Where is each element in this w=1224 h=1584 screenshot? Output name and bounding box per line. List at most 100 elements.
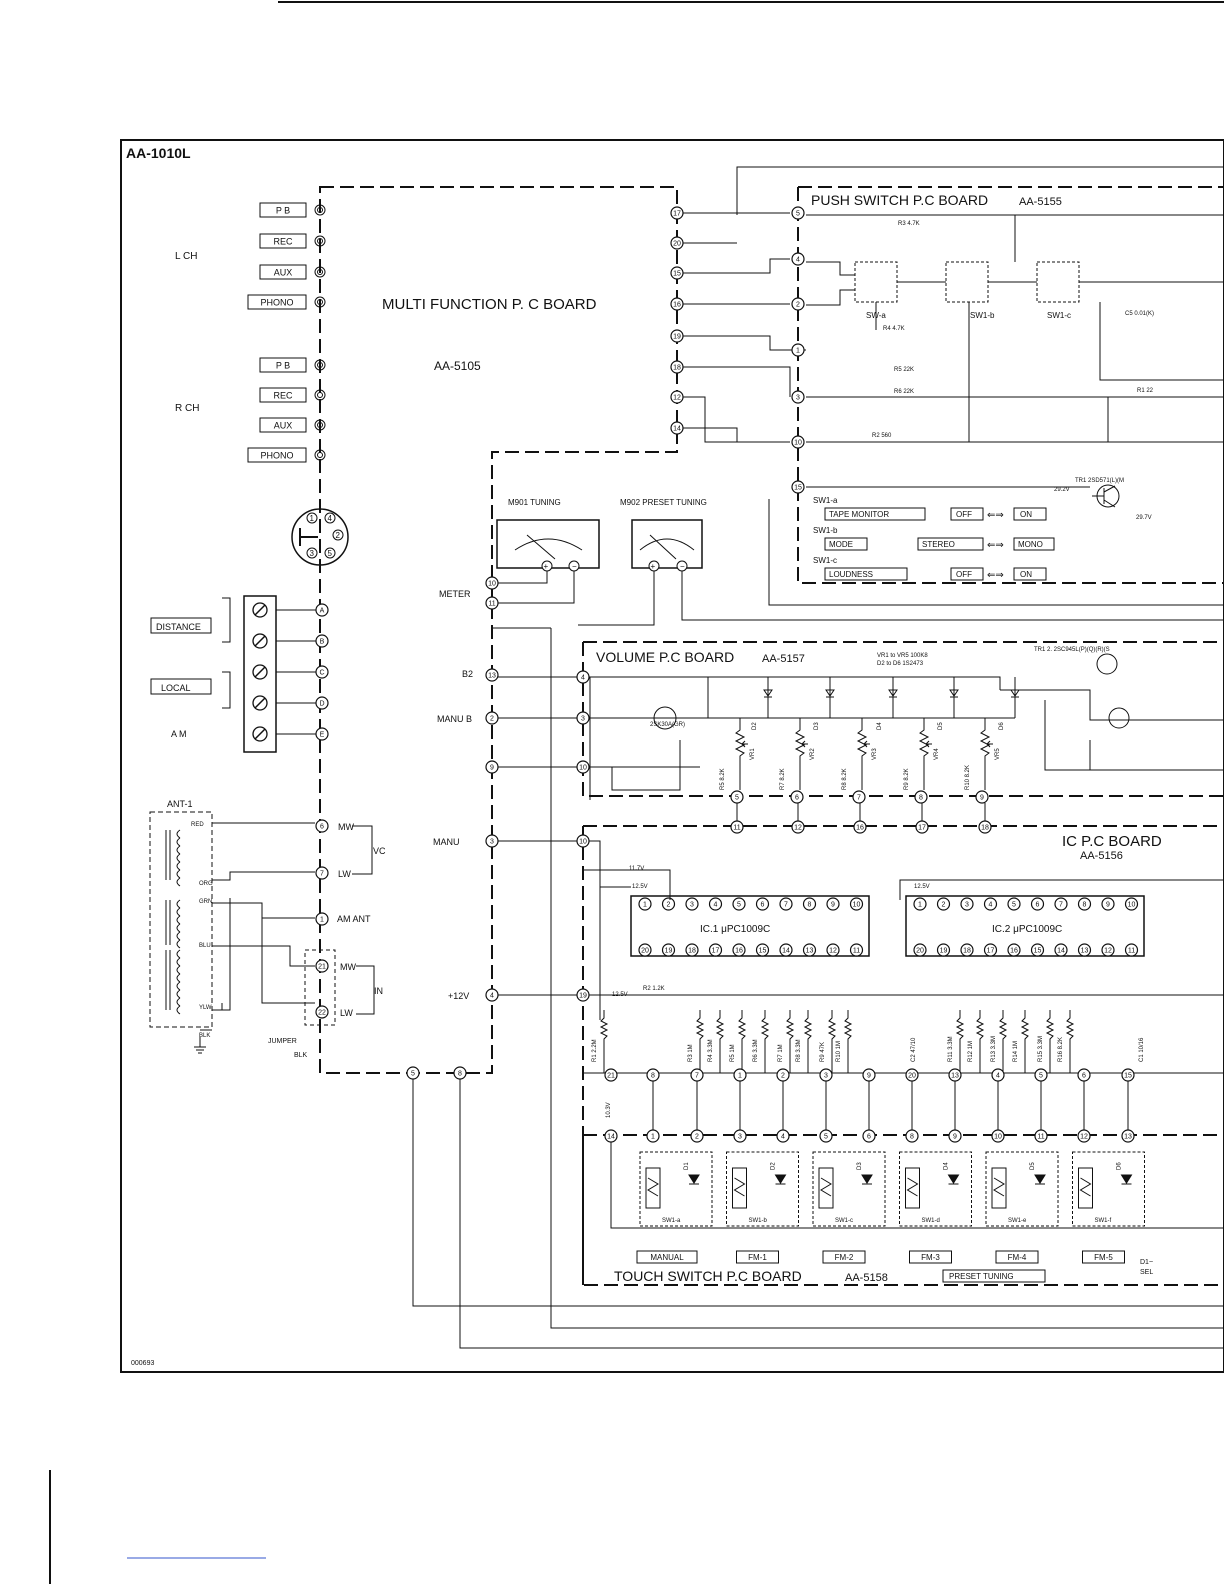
ic-resistor bbox=[955, 1010, 965, 1073]
touch-pad-zigzag bbox=[647, 1177, 659, 1197]
pin-label: 2 bbox=[667, 902, 671, 909]
local-label: LOCAL bbox=[161, 683, 191, 693]
vr-resistor-label: R10 8.2K bbox=[965, 765, 971, 790]
multi-board-bottom-pin bbox=[406, 1066, 420, 1080]
pin-label: 5 bbox=[737, 902, 741, 909]
din-pin-label: 5 bbox=[328, 549, 333, 558]
ic2-pin bbox=[1077, 943, 1092, 957]
pin-label: 5 bbox=[411, 1071, 415, 1078]
preset-button-label: FM-5 bbox=[1094, 1253, 1113, 1262]
diode-symbol bbox=[949, 677, 959, 718]
c5-label: C5 0.01(K) bbox=[1125, 311, 1154, 317]
volume-board-bottom-pin bbox=[790, 790, 804, 804]
ic2-pin bbox=[1077, 897, 1092, 911]
touch-switch-label: SW1-d bbox=[922, 1218, 940, 1224]
touch-switch-label: SW1-b bbox=[749, 1218, 768, 1224]
ic2-pin bbox=[1030, 897, 1045, 911]
rch-jack-label: P B bbox=[276, 361, 290, 371]
ic-resistor bbox=[599, 1010, 609, 1073]
multi-board-left-pin bbox=[485, 668, 499, 682]
diode-symbol bbox=[825, 677, 835, 718]
touch-pad-zigzag bbox=[820, 1177, 832, 1197]
input-jacks-group: L CH R CH bbox=[175, 251, 199, 414]
touch-pad bbox=[732, 1167, 747, 1209]
pin-label: 9 bbox=[490, 765, 494, 772]
legend-a: OFF bbox=[956, 570, 972, 579]
l-ch-label: L CH bbox=[175, 251, 197, 262]
pin-label: 15 bbox=[673, 271, 681, 278]
diode-note: D2 to D6 1S2473 bbox=[877, 661, 924, 667]
wiper-arrow bbox=[863, 740, 870, 748]
tuning-meters: M901 TUNING M902 PRESET TUNING + − + − bbox=[496, 498, 1224, 626]
in-label: IN bbox=[374, 986, 383, 996]
coil-winding bbox=[176, 997, 181, 1007]
pin-label: 3 bbox=[824, 1073, 828, 1080]
vc-label: VC bbox=[373, 846, 386, 856]
svg-text:−: − bbox=[572, 562, 577, 571]
legend-sw: SW1-b bbox=[813, 526, 838, 535]
ant-label: ANT-1 bbox=[167, 799, 193, 809]
ic1-pin bbox=[779, 897, 793, 911]
pin-label: 10 bbox=[579, 839, 587, 846]
pin-label: 1 bbox=[643, 902, 647, 909]
pin-label: 1 bbox=[651, 1134, 655, 1141]
pin-label: 2 bbox=[695, 1134, 699, 1141]
pin-label: 9 bbox=[831, 902, 835, 909]
led-label: D4 bbox=[944, 1162, 950, 1170]
touch-switch-label: SW1-a bbox=[662, 1218, 681, 1224]
legend-a: STEREO bbox=[922, 540, 955, 549]
wiper-arrow bbox=[986, 740, 993, 748]
led-symbol bbox=[774, 1174, 787, 1185]
preset-tuning-label: PRESET TUNING bbox=[949, 1272, 1014, 1281]
jack-terminal bbox=[314, 296, 326, 308]
ic2-pin bbox=[913, 897, 927, 911]
jack-terminal bbox=[314, 204, 326, 216]
ic1-pin bbox=[732, 943, 746, 957]
legend-name: TAPE MONITOR bbox=[829, 510, 889, 519]
pin-label: 14 bbox=[673, 426, 681, 433]
ant-connection-pin bbox=[315, 912, 329, 926]
legend-sw: SW1-c bbox=[813, 556, 837, 565]
pin-label: 13 bbox=[806, 948, 814, 955]
pin-label: 9 bbox=[1106, 902, 1110, 909]
ic-cap-label: C1 10/16 bbox=[1139, 1037, 1145, 1062]
vr-name-label: VR1 bbox=[750, 748, 756, 760]
preset-button-label: FM-1 bbox=[748, 1253, 767, 1262]
pin-label: 11 bbox=[488, 601, 495, 608]
pin-label: 7 bbox=[695, 1073, 699, 1080]
multi-board-bottom-pin bbox=[453, 1066, 467, 1080]
drawing-number: 000693 bbox=[131, 1360, 154, 1367]
vr-resistor-label: R9 8.2K bbox=[904, 768, 910, 790]
wiper-arrow bbox=[801, 740, 808, 748]
ic1-pin bbox=[708, 943, 723, 957]
screw-slot bbox=[254, 697, 266, 709]
push-board-pin bbox=[791, 435, 805, 449]
legend-name: LOUDNESS bbox=[829, 570, 873, 579]
pin-label: 10 bbox=[794, 440, 802, 447]
pin-label: 11 bbox=[1037, 1134, 1044, 1141]
pin-label: 6 bbox=[1082, 1073, 1086, 1080]
r2-label: R2 560 bbox=[872, 433, 892, 439]
multi-board-title: MULTI FUNCTION P. C BOARD bbox=[382, 296, 597, 313]
ic1-pin bbox=[661, 943, 676, 957]
wire-red: RED bbox=[191, 822, 204, 828]
coil-winding bbox=[176, 1005, 181, 1015]
pin-label: 3 bbox=[690, 902, 694, 909]
ant-connection-pin bbox=[315, 819, 329, 833]
rch-jack-label: PHONO bbox=[260, 451, 293, 461]
pin-label: 2 bbox=[796, 302, 800, 309]
jack-terminal-inner bbox=[317, 362, 323, 368]
ic2-pin bbox=[1054, 943, 1068, 957]
pin-label: 6 bbox=[795, 795, 799, 802]
terminal-pin bbox=[315, 603, 329, 617]
terminal-screw bbox=[252, 664, 268, 680]
ic1-pin bbox=[685, 943, 699, 957]
vr-name-label: VR3 bbox=[872, 748, 878, 760]
pin-label: 17 bbox=[673, 211, 681, 218]
voltage-label: 12.5V bbox=[612, 992, 628, 998]
led-label: D6 bbox=[1117, 1162, 1123, 1170]
ic-resistor bbox=[998, 1010, 1008, 1073]
vr-resistor-label: R5 8.2K bbox=[720, 768, 726, 790]
r6-label: R6 22K bbox=[894, 389, 914, 395]
led-symbol bbox=[861, 1174, 873, 1185]
